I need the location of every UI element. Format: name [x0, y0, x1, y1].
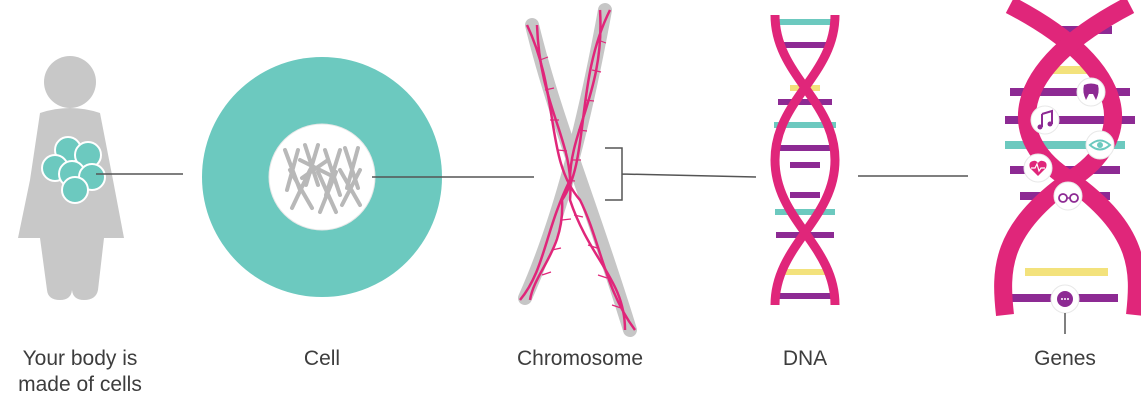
connector-chromosome-dna — [605, 147, 757, 201]
music-note-icon — [1030, 105, 1060, 135]
cell-cluster-icon — [41, 136, 106, 204]
label-body: Your body is made of cells — [0, 346, 160, 398]
heartbeat-icon — [1023, 153, 1053, 183]
tooth-icon — [1076, 77, 1106, 107]
label-chromosome: Chromosome — [516, 347, 644, 370]
speech-bubble-icon — [1050, 284, 1080, 314]
chromosome-figure — [518, 3, 637, 337]
body-figure — [18, 56, 124, 300]
label-genes: Genes — [1034, 347, 1096, 370]
dna-figure — [770, 14, 840, 306]
label-dna: DNA — [782, 347, 828, 370]
genes-figure — [994, 0, 1141, 334]
label-cell: Cell — [303, 347, 341, 370]
glasses-icon — [1053, 181, 1083, 211]
label-body-line2: made of cells — [18, 373, 142, 396]
eye-icon — [1085, 130, 1115, 160]
chromosomes-in-nucleus-icon — [283, 143, 362, 214]
label-body-line1: Your body is — [22, 347, 138, 370]
dna-rungs — [774, 19, 836, 299]
